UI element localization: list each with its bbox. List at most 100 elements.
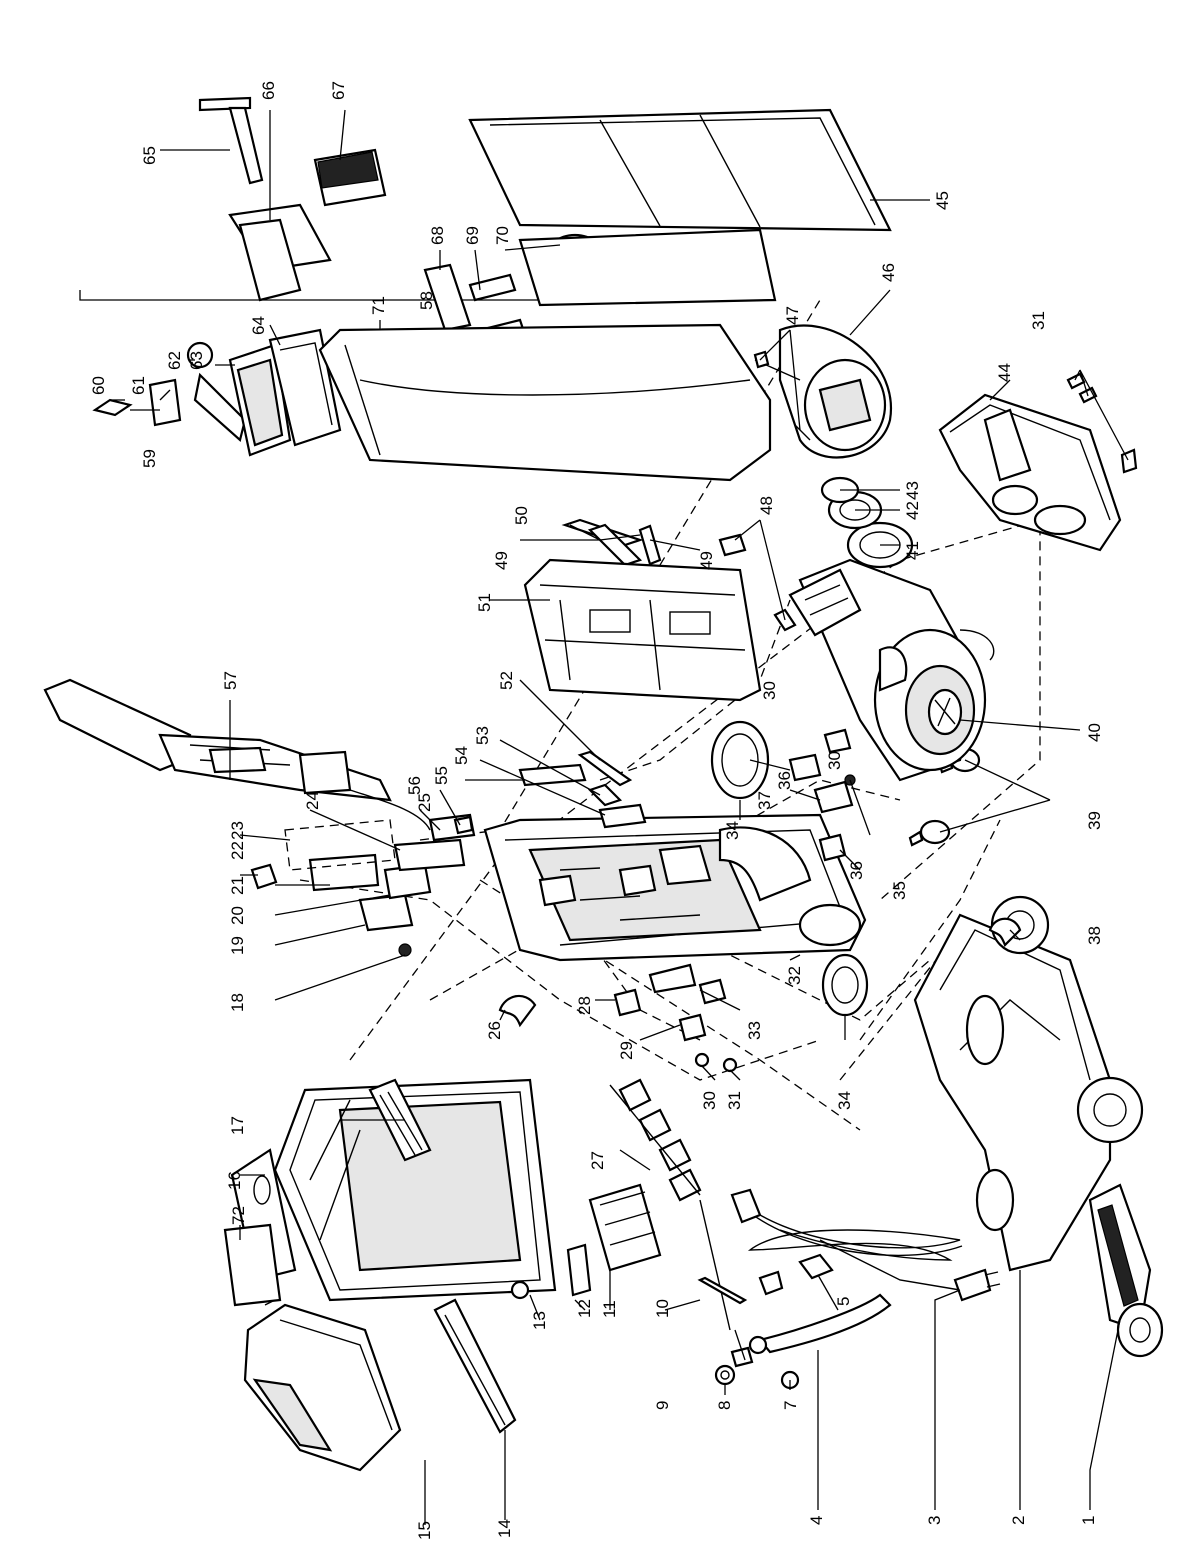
callout-36a: 36 (775, 771, 794, 790)
crevice-tool (198, 96, 264, 185)
callout-15: 15 (415, 1521, 434, 1540)
callout-25: 25 (415, 793, 434, 812)
callout-11: 11 (600, 1300, 619, 1318)
agitator-brush-roll (1088, 1183, 1164, 1358)
callout-10: 10 (653, 1299, 672, 1318)
callout-57: 57 (221, 671, 240, 690)
callout-58: 58 (417, 291, 436, 310)
main-body-housing (273, 1078, 557, 1302)
callout-34a: 34 (723, 821, 742, 840)
callout-45: 45 (933, 191, 952, 210)
callout-5: 5 (834, 1297, 853, 1306)
callout-52: 52 (497, 671, 516, 690)
callout-22: 22 (228, 841, 247, 860)
callout-30b: 30 (760, 681, 779, 700)
callout-44: 44 (995, 363, 1014, 382)
callout-68: 68 (428, 226, 447, 245)
disposable-bag (468, 108, 892, 232)
power-cord (730, 1188, 1001, 1302)
handle-latch-parts (453, 750, 647, 835)
callout-53: 53 (473, 726, 492, 745)
clips (498, 917, 1022, 1028)
callout-12: 12 (575, 1299, 594, 1318)
callout-40: 40 (1085, 723, 1104, 742)
callout-43: 43 (903, 481, 922, 500)
bumper-block (566, 1183, 662, 1297)
callout-28: 28 (575, 996, 594, 1015)
callout-71: 71 (369, 296, 388, 315)
callout-29: 29 (617, 1041, 636, 1060)
callout-64: 64 (249, 316, 268, 335)
callout-34b: 34 (835, 1091, 854, 1110)
callout-69: 69 (463, 226, 482, 245)
callout-19: 19 (228, 936, 247, 955)
callout-59: 59 (140, 449, 159, 468)
callout-13: 13 (530, 1311, 549, 1330)
label-plates (223, 1148, 297, 1307)
bumper-strip (433, 1298, 517, 1434)
callout-30a: 30 (700, 1091, 719, 1110)
callout-51: 51 (475, 593, 494, 612)
callout-14: 14 (495, 1519, 514, 1538)
callout-1: 1 (1079, 1516, 1098, 1525)
upholstery-tool (228, 203, 332, 302)
callout-65: 65 (140, 146, 159, 165)
callout-41: 41 (903, 541, 922, 560)
callout-38: 38 (1085, 926, 1104, 945)
callout-31b: 31 (1029, 311, 1048, 330)
leader-lines (110, 109, 1129, 1525)
callout-66: 66 (259, 81, 278, 100)
callout-7: 7 (781, 1401, 800, 1410)
motor-housing-shell (483, 813, 867, 962)
callout-27: 27 (588, 1151, 607, 1170)
callout-32: 32 (785, 966, 804, 985)
callout-56: 56 (405, 776, 424, 795)
callout-21: 21 (228, 876, 247, 895)
callout-24: 24 (303, 791, 322, 810)
dusting-brush (313, 148, 387, 207)
callout-54: 54 (452, 746, 471, 765)
hose-fittings (820, 476, 914, 569)
wheel-rings (710, 720, 869, 1017)
bag-holder-cap (778, 324, 893, 459)
callout-17: 17 (228, 1116, 247, 1135)
callout-4: 4 (807, 1516, 826, 1525)
outer-bag (318, 323, 772, 482)
callout-8: 8 (715, 1401, 734, 1410)
callout-50: 50 (512, 506, 531, 525)
callout-49b: 49 (697, 551, 716, 570)
handle (43, 678, 431, 831)
callout-72: 72 (229, 1206, 248, 1225)
callout-labels: 1 2 3 4 5 7 8 9 10 11 12 13 14 15 16 17 … (89, 81, 1104, 1540)
latch-parts (613, 963, 738, 1073)
callout-3: 3 (925, 1516, 944, 1525)
callout-20: 20 (228, 906, 247, 925)
callout-30c: 30 (825, 751, 844, 770)
cover-latch-parts (92, 328, 342, 457)
axle-rod (697, 1276, 748, 1305)
callout-47: 47 (783, 306, 802, 325)
hood (938, 393, 1122, 552)
callout-60: 60 (89, 376, 108, 395)
small-hardware (699, 1199, 800, 1390)
callout-67: 67 (329, 81, 348, 100)
callout-49a: 49 (492, 551, 511, 570)
callout-42: 42 (903, 501, 922, 520)
callout-36b: 36 (847, 861, 866, 880)
callout-9: 9 (653, 1401, 672, 1410)
motor (788, 558, 995, 782)
switch-components (250, 813, 476, 957)
callout-63: 63 (187, 351, 206, 370)
callout-46: 46 (879, 263, 898, 282)
callout-70: 70 (493, 226, 512, 245)
callout-61: 61 (129, 376, 148, 395)
callout-2: 2 (1009, 1516, 1028, 1525)
lever-bracket (748, 1253, 892, 1355)
callout-33: 33 (745, 1021, 764, 1040)
callout-18: 18 (228, 993, 247, 1012)
callout-26: 26 (485, 1021, 504, 1040)
callout-35: 35 (890, 881, 909, 900)
screws-center (561, 350, 811, 632)
callout-48: 48 (757, 496, 776, 515)
